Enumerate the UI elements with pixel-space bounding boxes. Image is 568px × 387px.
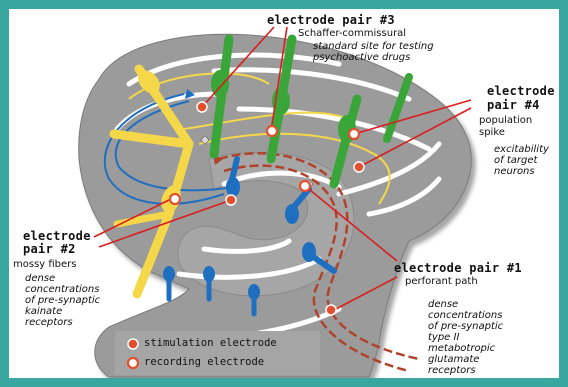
pair1-desc-3: of pre-synaptic <box>428 321 503 332</box>
pair3-desc-1: standard site for testing <box>313 41 434 52</box>
pair3-title: electrode pair #3 <box>267 13 395 27</box>
legend-recording-marker <box>128 358 138 368</box>
pair3-desc-2: psychoactive drugs <box>313 52 410 63</box>
legend-stimulation-marker <box>128 339 138 349</box>
legend-stimulation-label: stimulation electrode <box>144 337 277 349</box>
legend-recording-label: recording electrode <box>144 356 264 368</box>
pair4-sub-1: population <box>479 115 532 126</box>
pair4-title-1: electrode <box>487 84 555 98</box>
diagram-panel: stimulation electrode recording electrod… <box>9 9 559 378</box>
pair4-sub-2: spike <box>479 127 505 138</box>
hippocampal-slice <box>79 34 472 377</box>
pair1-desc-7: receptors <box>428 365 476 376</box>
pair2-desc-1: dense <box>25 273 55 284</box>
pair2-desc-5: receptors <box>25 317 73 328</box>
pair2-desc-4: kainate <box>25 306 62 317</box>
pair1-subtitle: perforant path <box>405 276 478 287</box>
pair2-subtitle: mossy fibers <box>13 259 77 270</box>
pair2-desc-2: concentrations <box>25 284 99 295</box>
pair4-title-2: pair #4 <box>487 98 540 112</box>
pair1-desc-1: dense <box>428 299 458 310</box>
pair2-title-2: pair #2 <box>23 242 76 256</box>
pair4-desc-1: excitability <box>494 144 549 155</box>
pair4-desc-3: neurons <box>494 166 535 177</box>
pair2-desc-3: of pre-synaptic <box>25 295 100 306</box>
pair1-desc-6: glutamate <box>428 354 479 365</box>
pair1-desc-5: metabotropic <box>428 343 495 354</box>
pair1-desc-4: type II <box>428 332 459 343</box>
pair4-desc-2: of target <box>494 155 537 166</box>
pair3-subtitle: Schaffer-commissural <box>298 28 406 39</box>
pair1-desc-2: concentrations <box>428 310 502 321</box>
pair2-title-1: electrode <box>23 229 91 243</box>
pair1-title: electrode pair #1 <box>394 261 522 275</box>
